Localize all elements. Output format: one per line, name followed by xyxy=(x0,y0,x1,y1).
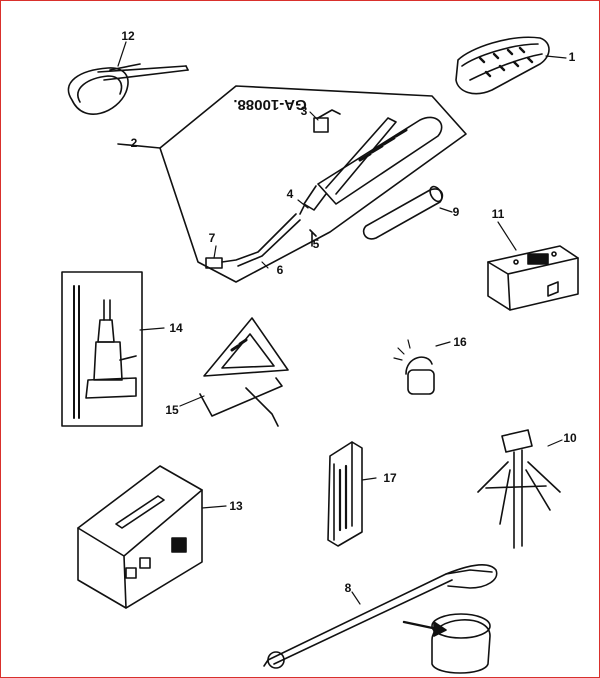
callout-9: 9 xyxy=(453,205,460,219)
tool-roll-drawing xyxy=(455,36,550,95)
oil-filter-wrench-drawing xyxy=(263,563,498,674)
callout-8: 8 xyxy=(345,581,352,595)
figure-code: GA-10088. xyxy=(233,96,306,113)
callout-11: 11 xyxy=(492,207,505,221)
callout-13: 13 xyxy=(229,499,243,513)
callout-4: 4 xyxy=(287,187,294,201)
callout-6: 6 xyxy=(277,263,284,277)
callout-2: 2 xyxy=(131,136,138,150)
grease-gun-group-outline xyxy=(117,85,467,283)
callout-3: 3 xyxy=(301,104,308,118)
flashlight-drawing xyxy=(327,441,363,547)
grease-gun-drawing xyxy=(299,116,443,215)
leader-lines xyxy=(117,41,567,605)
strap-wrench-drawing xyxy=(67,63,189,115)
tube-drawing xyxy=(362,185,444,240)
callout-14: 14 xyxy=(169,321,183,335)
callout-12: 12 xyxy=(121,29,135,43)
pin-drawing xyxy=(309,229,317,247)
callout-10: 10 xyxy=(563,431,577,445)
warning-triangle-drawing xyxy=(199,317,289,427)
callout-labels: 1 2 3 4 5 6 7 8 9 10 11 12 13 14 15 16 1… xyxy=(121,29,577,595)
callout-5: 5 xyxy=(313,237,320,251)
callout-17: 17 xyxy=(383,471,397,485)
bottle-jack-drawing xyxy=(61,271,143,427)
tool-box-drawing xyxy=(77,465,203,609)
callout-1: 1 xyxy=(569,50,576,64)
callout-16: 16 xyxy=(453,335,467,349)
coupler-drawing xyxy=(313,109,341,133)
extension-pipe-drawing xyxy=(205,213,301,269)
callout-7: 7 xyxy=(209,231,216,245)
beacon-lamp-drawing xyxy=(393,339,435,395)
axle-stand-drawing xyxy=(477,429,561,549)
charger-box-drawing xyxy=(487,245,579,311)
callout-15: 15 xyxy=(165,403,179,417)
